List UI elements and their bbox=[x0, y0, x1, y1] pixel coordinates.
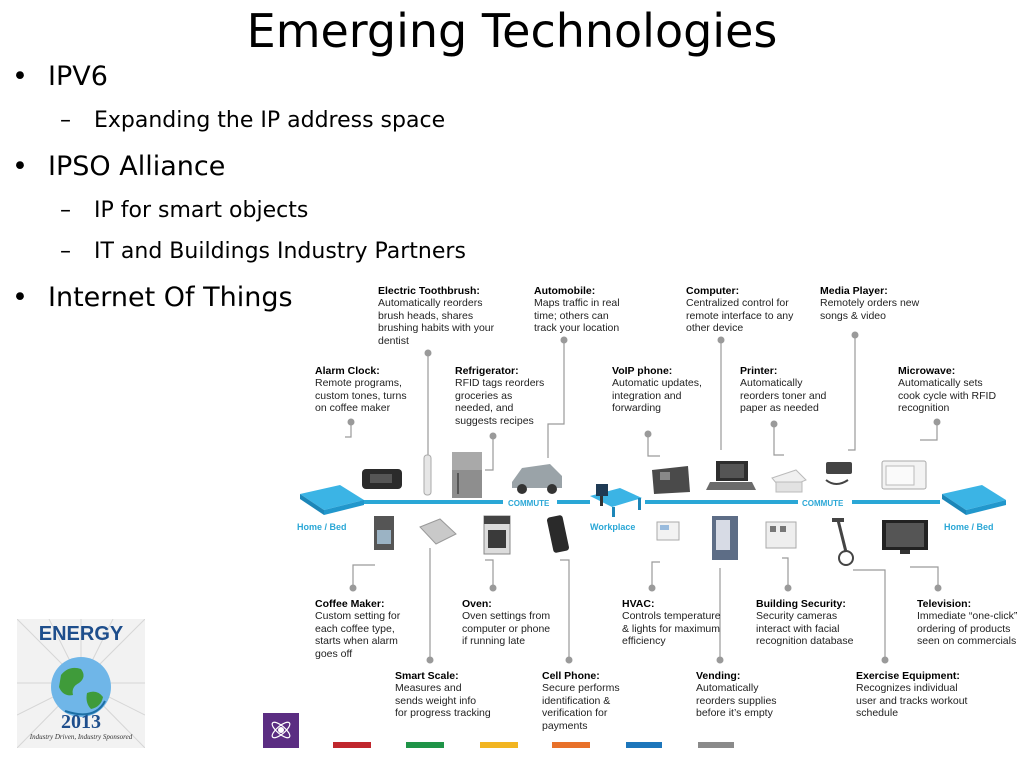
caption-title: Media Player: bbox=[820, 285, 920, 297]
strip-gray-tile bbox=[698, 742, 734, 748]
microwave-icon bbox=[882, 461, 926, 489]
coffee-maker-icon bbox=[374, 516, 394, 550]
caption-body: Automatically sets cook cycle with RFID … bbox=[898, 377, 998, 414]
caption-body: Remotely orders new songs & video bbox=[820, 297, 920, 322]
caption-title: HVAC: bbox=[622, 598, 726, 610]
bed-right-icon bbox=[942, 485, 1006, 515]
caption-microwave: Microwave: Automatically sets cook cycle… bbox=[898, 365, 998, 415]
caption-body: Oven settings from computer or phone if … bbox=[462, 610, 558, 647]
caption-smart-scale: Smart Scale: Measures and sends weight i… bbox=[395, 670, 491, 720]
caption-body: Secure performs identification & verific… bbox=[542, 682, 632, 732]
caption-title: Microwave: bbox=[898, 365, 998, 377]
caption-body: Security cameras interact with facial re… bbox=[756, 610, 862, 647]
vending-machine-icon bbox=[712, 516, 738, 560]
smart-scale-icon bbox=[420, 519, 456, 544]
caption-automobile: Automobile: Maps traffic in real time; o… bbox=[534, 285, 630, 335]
strip-red-tile bbox=[333, 742, 371, 748]
caption-title: Electric Toothbrush: bbox=[378, 285, 498, 297]
caption-computer: Computer: Centralized control for remote… bbox=[686, 285, 798, 335]
caption-title: Vending: bbox=[696, 670, 792, 682]
caption-title: Building Security: bbox=[756, 598, 862, 610]
caption-voip-phone: VoIP phone: Automatic updates, integrati… bbox=[612, 365, 712, 415]
logo-word: ENERGY bbox=[17, 623, 145, 646]
commute-label: COMMUTE bbox=[508, 499, 549, 508]
atom-icon bbox=[263, 713, 299, 748]
caption-title: Refrigerator: bbox=[455, 365, 547, 377]
automobile-icon bbox=[512, 464, 562, 494]
place-label-home-right: Home / Bed bbox=[944, 522, 994, 532]
commute-label: COMMUTE bbox=[802, 499, 843, 508]
caption-body: Automatic updates, integration and forwa… bbox=[612, 377, 712, 414]
caption-oven: Oven: Oven settings from computer or pho… bbox=[462, 598, 558, 648]
caption-television: Television: Immediate “one-click” orderi… bbox=[917, 598, 1021, 648]
refrigerator-icon bbox=[452, 452, 482, 498]
caption-body: Measures and sends weight info for progr… bbox=[395, 682, 491, 719]
caption-body: Automatically reorders toner and paper a… bbox=[740, 377, 836, 414]
caption-printer: Printer: Automatically reorders toner an… bbox=[740, 365, 836, 415]
exercise-bike-icon bbox=[832, 518, 853, 565]
logo-tagline: Industry Driven, Industry Sponsored bbox=[17, 733, 145, 741]
caption-title: Exercise Equipment: bbox=[856, 670, 976, 682]
caption-body: RFID tags reorders groceries as needed, … bbox=[455, 377, 547, 427]
caption-coffee-maker: Coffee Maker: Custom setting for each co… bbox=[315, 598, 409, 660]
strip-purple-tile bbox=[263, 713, 299, 748]
strip-yellow-tile bbox=[480, 742, 518, 748]
caption-alarm-clock: Alarm Clock: Remote programs, custom ton… bbox=[315, 365, 415, 415]
caption-title: Smart Scale: bbox=[395, 670, 491, 682]
workplace-desk-icon bbox=[590, 484, 642, 517]
caption-electric-toothbrush: Electric Toothbrush: Automatically reord… bbox=[378, 285, 498, 347]
strip-green-tile bbox=[406, 742, 444, 748]
caption-title: Coffee Maker: bbox=[315, 598, 409, 610]
caption-body: Recognizes individual user and tracks wo… bbox=[856, 682, 976, 719]
caption-body: Maps traffic in real time; others can tr… bbox=[534, 297, 630, 334]
bed-left-icon bbox=[300, 485, 364, 515]
caption-refrigerator: Refrigerator: RFID tags reorders groceri… bbox=[455, 365, 547, 427]
strip-blue-tile bbox=[626, 742, 662, 748]
place-label-home-left: Home / Bed bbox=[297, 522, 347, 532]
caption-vending: Vending: Automatically reorders supplies… bbox=[696, 670, 792, 720]
caption-title: Printer: bbox=[740, 365, 836, 377]
caption-body: Automatically reorders supplies before i… bbox=[696, 682, 792, 719]
printer-icon bbox=[772, 470, 806, 492]
caption-title: Computer: bbox=[686, 285, 798, 297]
oven-icon bbox=[484, 516, 510, 554]
place-label-workplace: Workplace bbox=[590, 522, 635, 532]
strip-orange-tile bbox=[552, 742, 590, 748]
television-icon bbox=[882, 520, 928, 554]
logo-year: 2013 bbox=[17, 711, 145, 734]
caption-title: Oven: bbox=[462, 598, 558, 610]
hvac-thermostat-icon bbox=[657, 522, 679, 540]
computer-laptop-icon bbox=[706, 461, 756, 490]
caption-exercise-equipment: Exercise Equipment: Recognizes individua… bbox=[856, 670, 976, 720]
toothbrush-icon bbox=[424, 455, 431, 495]
media-player-icon bbox=[826, 462, 852, 484]
caption-body: Custom setting for each coffee type, sta… bbox=[315, 610, 409, 660]
caption-cell-phone: Cell Phone: Secure performs identificati… bbox=[542, 670, 632, 732]
caption-building-security: Building Security: Security cameras inte… bbox=[756, 598, 862, 648]
building-security-icon bbox=[766, 522, 796, 548]
caption-body: Immediate “one-click” ordering of produc… bbox=[917, 610, 1021, 647]
caption-media-player: Media Player: Remotely orders new songs … bbox=[820, 285, 920, 322]
caption-title: Automobile: bbox=[534, 285, 630, 297]
caption-body: Automatically reorders brush heads, shar… bbox=[378, 297, 498, 347]
caption-hvac: HVAC: Controls temperature & lights for … bbox=[622, 598, 726, 648]
caption-body: Remote programs, custom tones, turns on … bbox=[315, 377, 415, 414]
caption-body: Controls temperature & lights for maximu… bbox=[622, 610, 726, 647]
cell-phone-icon bbox=[546, 515, 569, 554]
caption-title: Alarm Clock: bbox=[315, 365, 415, 377]
caption-title: VoIP phone: bbox=[612, 365, 712, 377]
energy-2013-logo: ENERGY 2013 Industry Driven, Industry Sp… bbox=[17, 619, 145, 748]
alarm-clock-icon bbox=[362, 469, 402, 489]
caption-title: Television: bbox=[917, 598, 1021, 610]
voip-phone-icon bbox=[652, 466, 690, 494]
caption-title: Cell Phone: bbox=[542, 670, 632, 682]
caption-body: Centralized control for remote interface… bbox=[686, 297, 798, 334]
